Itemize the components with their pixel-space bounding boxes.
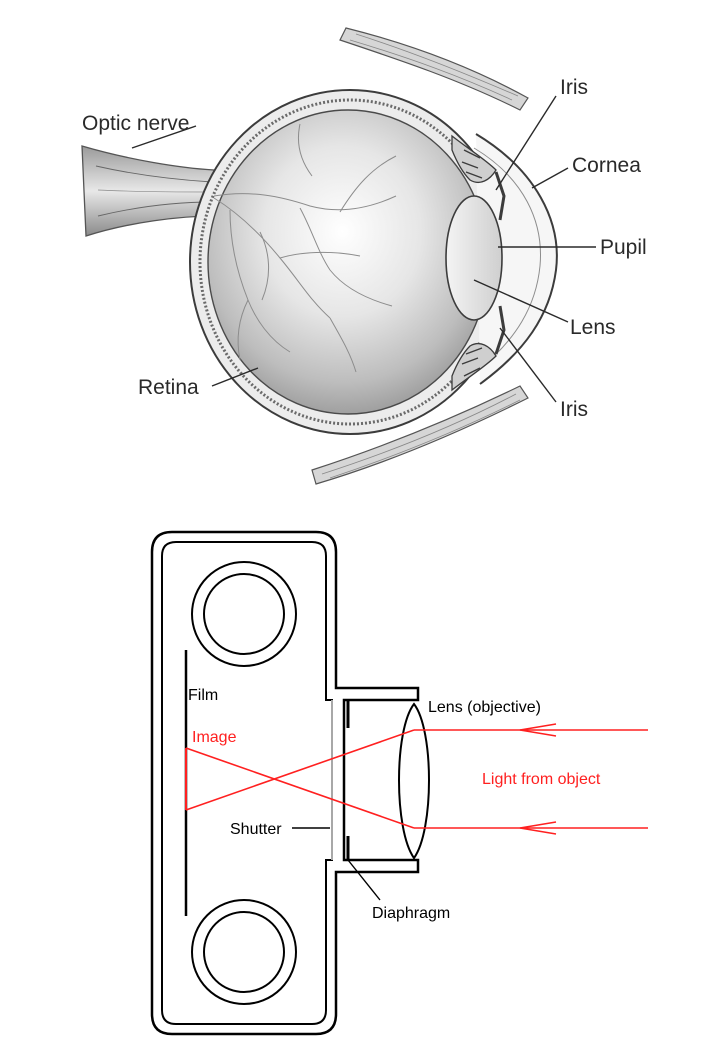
label-film: Film <box>188 687 218 704</box>
camera-body-inner <box>161 541 333 1025</box>
leader-cornea <box>531 167 569 189</box>
label-cornea: Cornea <box>572 154 641 177</box>
film-spool-top <box>191 561 297 667</box>
camera-lens <box>398 702 430 860</box>
label-diaphragm: Diaphragm <box>372 905 450 922</box>
leader-iris-top <box>495 95 557 191</box>
label-retina: Retina <box>138 376 199 399</box>
label-iris-bottom: Iris <box>560 398 588 421</box>
label-shutter: Shutter <box>230 821 282 838</box>
film-spool-bottom <box>191 899 297 1005</box>
blood-vessels <box>213 123 397 373</box>
label-iris-top: Iris <box>560 76 588 99</box>
arrow-top <box>519 723 557 737</box>
iris-structures <box>451 134 506 392</box>
leader-retina <box>211 367 259 387</box>
eye-diagram: Iris Optic nerve Cornea Pupil Lens Retin… <box>81 27 647 485</box>
label-camera-lens: Lens (objective) <box>428 699 541 716</box>
label-light-from-object: Light from object <box>482 771 601 788</box>
light-ray-cross-1 <box>185 729 415 811</box>
leader-optic-nerve <box>131 125 197 149</box>
label-image: Image <box>192 729 237 746</box>
light-ray-cross-2 <box>185 747 415 829</box>
leader-iris-bottom <box>499 327 557 403</box>
eye-lens <box>445 195 503 321</box>
label-optic-nerve: Optic nerve <box>82 112 189 135</box>
leader-lens <box>473 279 569 323</box>
cornea <box>475 133 558 385</box>
eye-muscle-bottom <box>311 385 529 485</box>
label-lens: Lens <box>570 316 616 339</box>
leader-diaphragm <box>347 859 381 901</box>
light-rays <box>185 723 648 835</box>
label-pupil: Pupil <box>600 236 647 259</box>
arrow-bottom <box>519 821 557 835</box>
camera-diagram: Film Lens (objective) Image Light from o… <box>150 530 648 1036</box>
eye-muscle-top <box>339 27 529 111</box>
